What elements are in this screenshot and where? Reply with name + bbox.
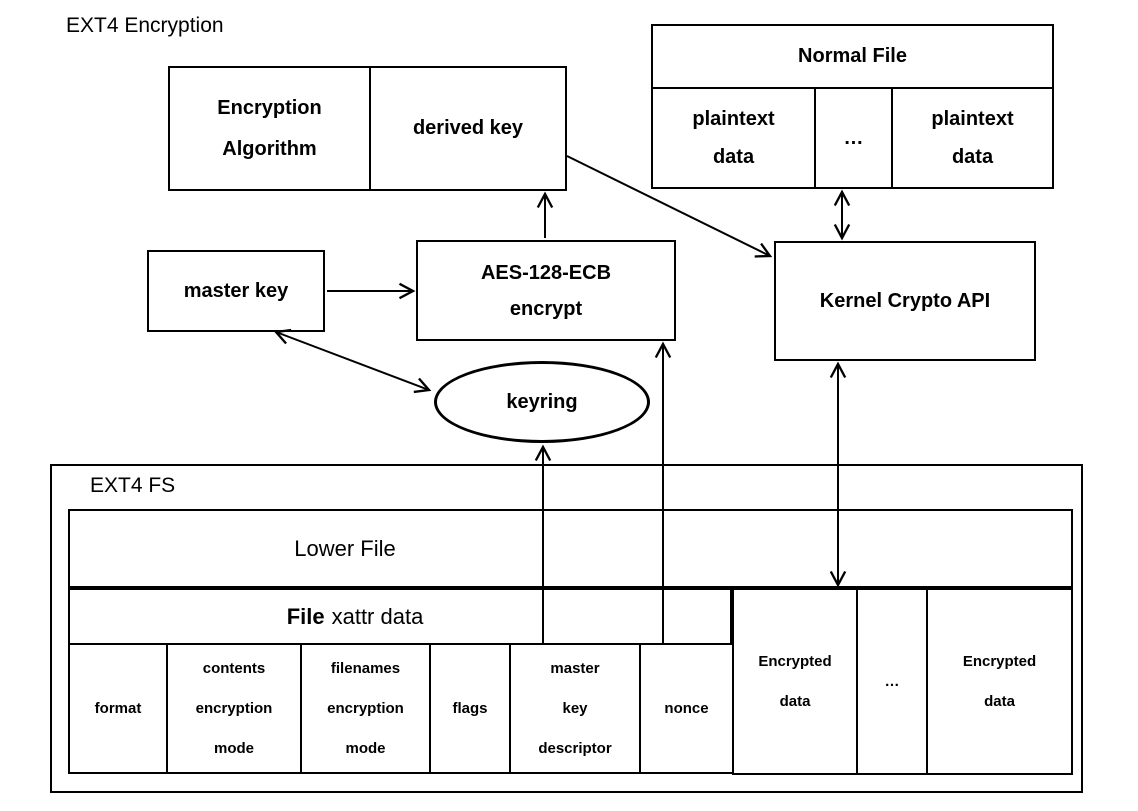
derived-key-label: derived key	[412, 117, 524, 139]
ext4-fs-container	[50, 464, 1083, 793]
filenames-line3: mode	[345, 739, 386, 757]
encryption-algorithm-cell: Encryption Algorithm	[170, 68, 371, 189]
aes-label-line2: encrypt	[509, 297, 583, 320]
mkd-line3: descriptor	[538, 739, 612, 757]
contents-line1: contents	[202, 659, 266, 677]
derived-key-cell: derived key	[371, 68, 565, 189]
format-label: format	[94, 699, 142, 717]
file-xattr-rest-part: xattr data	[331, 603, 424, 629]
encryption-algorithm-label-line2: Algorithm	[222, 137, 317, 160]
filenames-encryption-mode-cell: filenames encryption mode	[302, 645, 431, 772]
encrypted-left-line2: data	[779, 692, 811, 710]
normal-file-label: Normal File	[798, 45, 907, 67]
contents-line2: encryption	[195, 699, 273, 717]
encrypted-right-line2: data	[984, 692, 1015, 710]
nonce-cell: nonce	[641, 645, 732, 772]
xattr-fields-row: format contents encryption mode filename…	[68, 643, 734, 774]
file-xattr-data-row: File xattr data	[68, 588, 732, 645]
kernel-crypto-api-label: Kernel Crypto API	[819, 289, 991, 312]
mkd-line2: key	[562, 699, 588, 717]
plaintext-right-line1: plaintext	[931, 108, 1014, 130]
encrypted-left-line1: Encrypted	[758, 652, 832, 670]
plaintext-left-line1: plaintext	[692, 108, 775, 130]
plaintext-data-cell-left: plaintext data	[653, 89, 816, 187]
file-xattr-bold-part: File	[286, 603, 325, 629]
mkd-line1: master	[550, 659, 600, 677]
keyring-ellipse: keyring	[434, 361, 650, 443]
normal-file-box: Normal File plaintext data … plaintext d…	[651, 24, 1054, 189]
aes-128-ecb-encrypt-box: AES-128-ECB encrypt	[416, 240, 676, 341]
plaintext-left-line2: data	[712, 146, 755, 168]
normal-file-header: Normal File	[653, 26, 1052, 89]
diagram-title: EXT4 Encryption	[66, 14, 224, 37]
file-xattr-data-label: File xattr data	[70, 590, 640, 643]
encrypted-data-row: Encrypted data … Encrypted data	[732, 588, 1073, 775]
lower-file-label: Lower File	[294, 535, 396, 561]
master-key-label: master key	[183, 279, 289, 302]
ellipsis-top-label: …	[843, 126, 864, 149]
ellipsis-cell-bottom: …	[858, 590, 928, 773]
aes-label-line1: AES-128-ECB	[480, 261, 612, 284]
encryption-algorithm-label-line1: Encryption	[217, 96, 322, 119]
lower-file-row: Lower File	[68, 509, 1073, 588]
arrow-master-key-keyring-bidirectional	[273, 328, 432, 394]
encrypted-data-cell-left: Encrypted data	[734, 590, 858, 773]
master-key-descriptor-cell: master key descriptor	[511, 645, 641, 772]
plaintext-data-cell-right: plaintext data	[893, 89, 1052, 187]
encryption-algorithm-box: Encryption Algorithm derived key	[168, 66, 567, 191]
filenames-line1: filenames	[330, 659, 401, 677]
kernel-crypto-api-box: Kernel Crypto API	[774, 241, 1036, 361]
nonce-label: nonce	[664, 699, 709, 717]
master-key-box: master key	[147, 250, 325, 332]
contents-encryption-mode-cell: contents encryption mode	[168, 645, 302, 772]
normal-file-cells: plaintext data … plaintext data	[653, 89, 1052, 187]
format-cell: format	[70, 645, 168, 772]
ellipsis-cell-top: …	[816, 89, 893, 187]
plaintext-right-line2: data	[951, 146, 994, 168]
encrypted-right-line1: Encrypted	[962, 652, 1037, 670]
flags-cell: flags	[431, 645, 511, 772]
flags-label: flags	[452, 699, 488, 717]
filenames-line2: encryption	[327, 699, 404, 717]
ellipsis-bottom-label: …	[884, 672, 900, 690]
contents-line3: mode	[213, 739, 254, 757]
keyring-label: keyring	[506, 390, 578, 413]
encrypted-data-cell-right: Encrypted data	[928, 590, 1071, 773]
ext4-fs-label: EXT4 FS	[90, 474, 176, 497]
